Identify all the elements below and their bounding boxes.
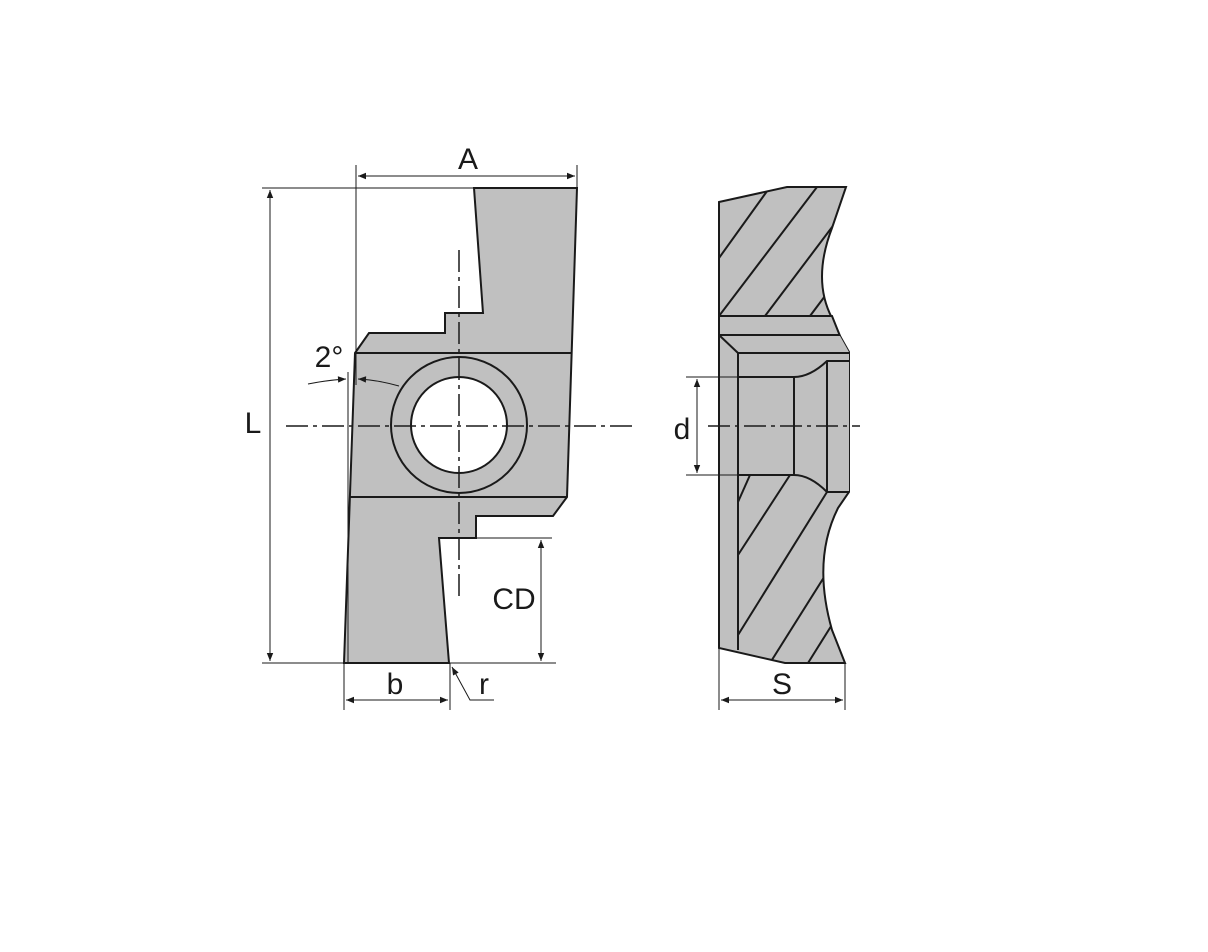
label-angle: 2°	[315, 341, 344, 374]
label-b: b	[387, 668, 404, 701]
label-r: r	[479, 668, 489, 701]
label-CD: CD	[492, 583, 535, 616]
front-view: A L 2° CD b r	[245, 143, 636, 710]
side-section-view: d S	[674, 186, 860, 710]
label-d: d	[674, 413, 691, 446]
leader-r	[451, 666, 494, 701]
label-S: S	[772, 668, 792, 701]
label-L: L	[245, 407, 262, 440]
label-A: A	[458, 143, 478, 176]
